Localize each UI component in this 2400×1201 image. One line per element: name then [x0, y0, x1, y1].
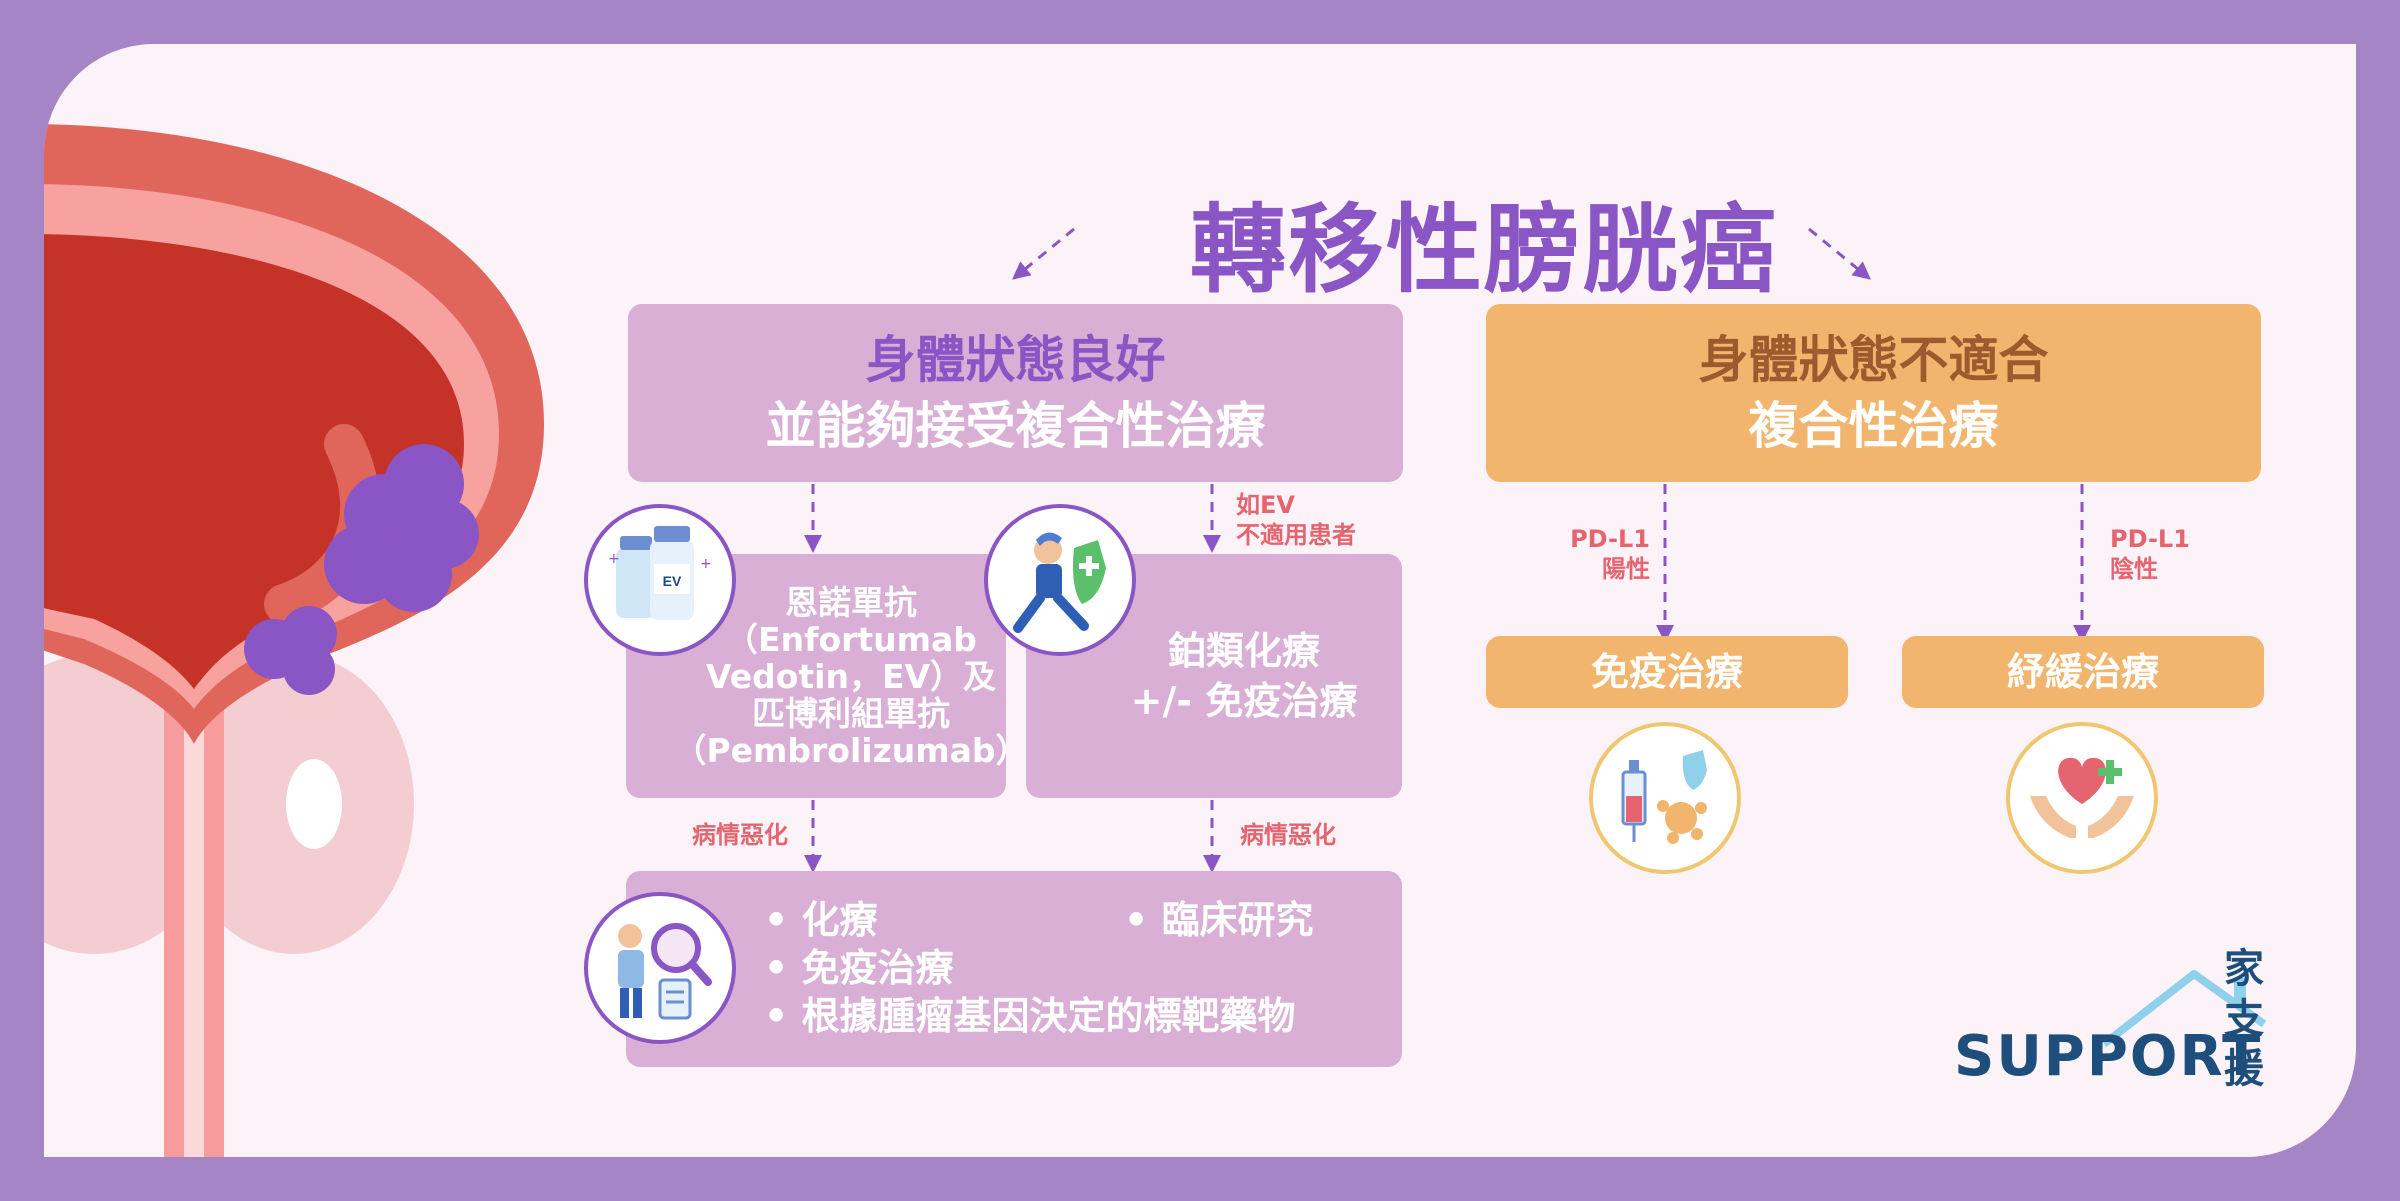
logo-char-2: 支 [2224, 996, 2264, 1042]
second-line-bullets-left: 化療 免疫治療 根據腫瘤基因決定的標靶藥物 [764, 896, 1296, 1040]
unsuitable-condition-line2: 複合性治療 [1748, 397, 1999, 455]
hands-heart-drawing [2030, 757, 2134, 838]
arrow-title-to-right [1808, 227, 1871, 280]
fighter-drawing [1013, 532, 1106, 633]
progression-label-left: 病情惡化 [692, 821, 788, 849]
ev-line-3: Vedotin，EV）及 [705, 656, 997, 696]
arrow-title-to-left [1012, 227, 1075, 280]
immunotherapy-label: 免疫治療 [1590, 650, 1743, 694]
palliative-care-label: 紓緩治療 [2006, 650, 2159, 694]
immunotherapy-box: 免疫治療 [1486, 636, 1848, 708]
shield-fighter-icon [984, 504, 1136, 656]
prostate-highlight [286, 759, 342, 849]
unsuitable-condition-box: 身體狀態不適合 複合性治療 [1486, 304, 2261, 482]
platinum-line-2: +/- 免疫治療 [1130, 679, 1358, 723]
ev-line-4: 匹博利組單抗 [752, 693, 950, 733]
second-line-bullets-right: 臨床研究 [1124, 896, 1314, 944]
pdl1-positive-line2: 陽性 [1602, 555, 1650, 583]
page-title: 轉移性膀胱癌 [1190, 194, 1778, 306]
pdl1-negative-line1: PD-L1 [2110, 525, 2190, 553]
syringe-drawing [1621, 750, 1707, 844]
bullet-chemo: 化療 [764, 896, 1296, 944]
support-logo-chinese: 家 支 援 [2224, 944, 2264, 1094]
vial-drawing: EV + + [608, 526, 712, 620]
pdl1-negative-line2: 陰性 [2110, 555, 2158, 583]
logo-char-1: 家 [2224, 946, 2264, 992]
palliative-care-box: 紓緩治療 [1902, 636, 2264, 708]
platinum-line-1: 鉑類化療 [1167, 629, 1320, 673]
bullet-immuno: 免疫治療 [764, 944, 1296, 992]
bullet-clinical-trial: 臨床研究 [1124, 896, 1314, 944]
syringe-virus-icon [1589, 722, 1741, 874]
good-condition-line2: 並能夠接受複合性治療 [765, 397, 1266, 455]
ev-unsuitable-line2: 不適用患者 [1236, 521, 1356, 549]
good-condition-line1: 身體狀態良好 [865, 331, 1166, 389]
doctor-search-icon [584, 892, 736, 1044]
doctor-drawing [618, 923, 712, 1020]
vial-icon: EV + + [584, 504, 736, 656]
infographic-canvas: 轉移性膀胱癌 身體狀態良好 並能夠接受複合性治療 身體狀態不適合 複合性治療 恩… [44, 44, 2356, 1157]
good-condition-box: 身體狀態良好 並能夠接受複合性治療 [628, 304, 1403, 482]
ev-line-2: （Enfortumab [725, 619, 977, 659]
house-outline-icon [2101, 970, 2267, 1048]
unsuitable-condition-line1: 身體狀態不適合 [1698, 331, 2049, 389]
svg-text:+: + [700, 556, 712, 572]
progression-label-right: 病情惡化 [1240, 821, 1336, 849]
caring-hands-heart-icon [2006, 722, 2158, 874]
ev-line-1: 恩諾單抗 [785, 582, 917, 622]
pdl1-positive-label: PD-L1 陽性 [1564, 524, 1650, 584]
ev-unsuitable-label: 如EV 不適用患者 [1236, 490, 1356, 550]
urethra-inner [184, 704, 204, 1157]
ev-unsuitable-line1: 如EV [1236, 491, 1295, 519]
support-logo-text: SUPPORT [1954, 1024, 2263, 1089]
pdl1-positive-line1: PD-L1 [1570, 525, 1650, 553]
vial-ev-label: EV [663, 573, 682, 589]
tumor-cluster [324, 444, 479, 612]
bullet-targeted: 根據腫瘤基因決定的標靶藥物 [764, 992, 1296, 1040]
flow-arrows [804, 227, 2091, 873]
svg-text:+: + [608, 551, 620, 567]
bladder-illustration [44, 124, 544, 1157]
tumor-small [244, 606, 337, 695]
ev-line-5: （Pembrolizumab） [673, 730, 1029, 770]
logo-char-3: 援 [2224, 1046, 2264, 1092]
pdl1-negative-label: PD-L1 陰性 [2110, 524, 2190, 584]
